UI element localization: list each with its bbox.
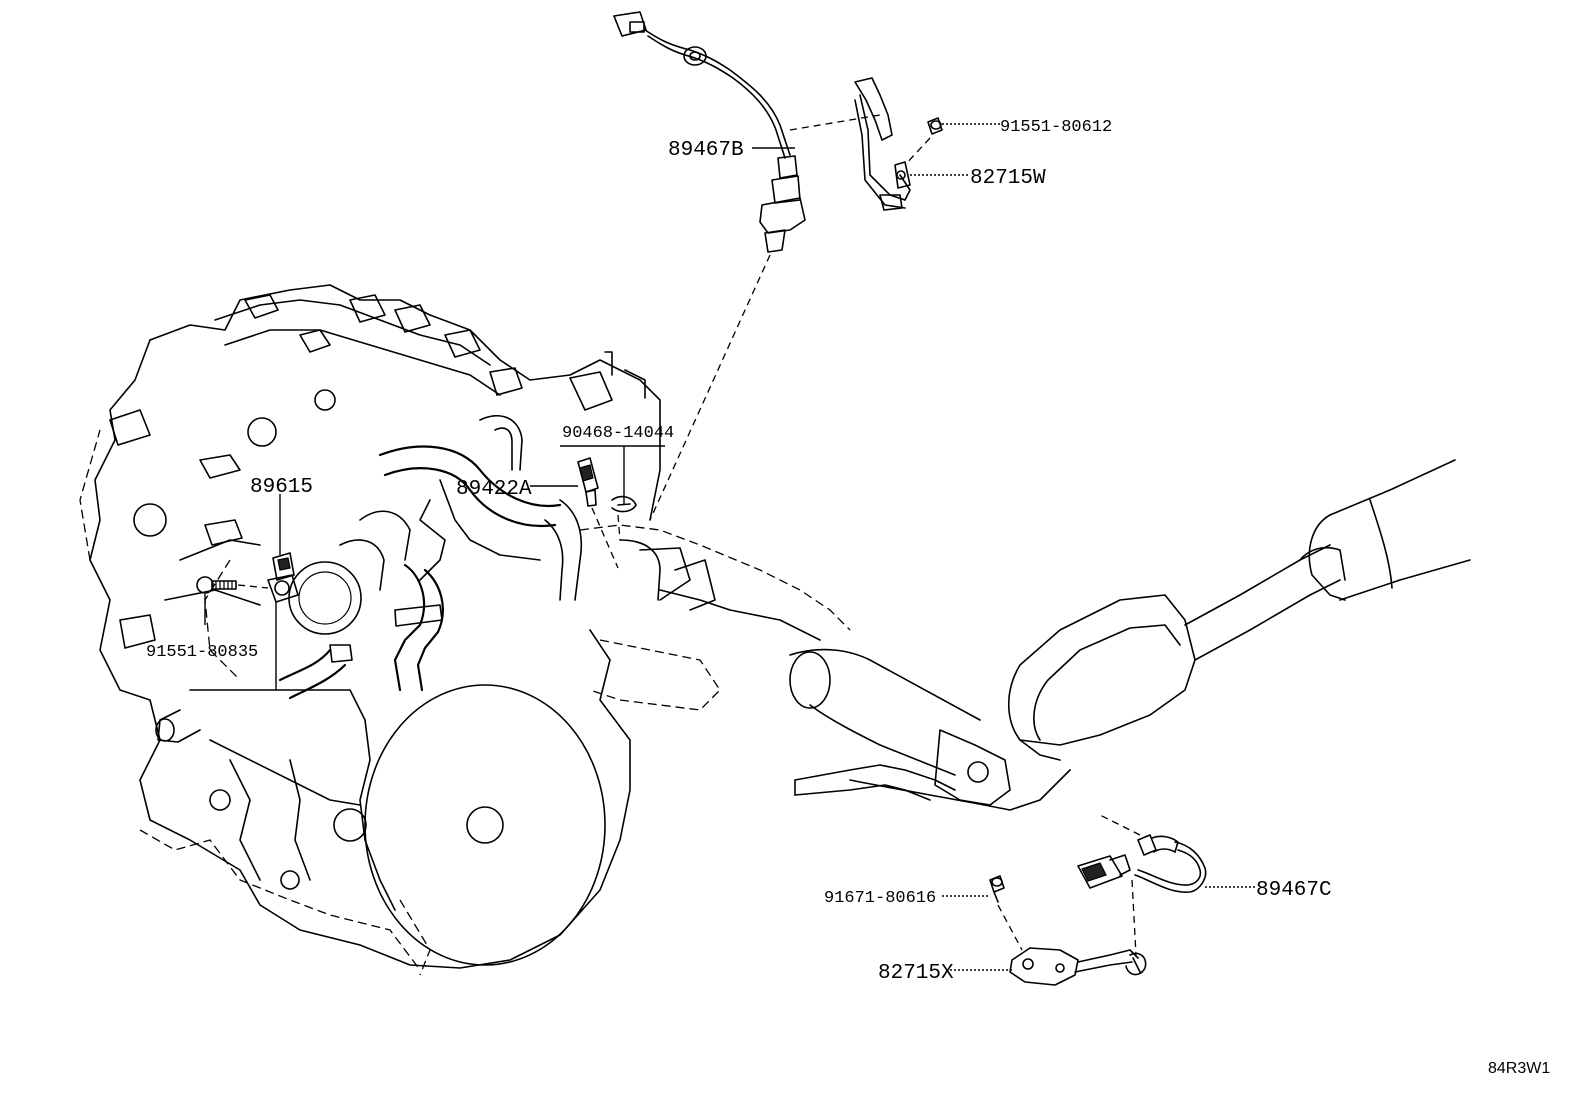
label-82715X[interactable]: 82715X [878, 962, 954, 985]
sensor-bracket-lower [989, 875, 1147, 986]
label-91671-80616[interactable]: 91671-80616 [824, 889, 936, 908]
label-91551-80835[interactable]: 91551-80835 [146, 643, 258, 662]
air-temp-sensor [577, 446, 637, 569]
label-89467C[interactable]: 89467C [1256, 879, 1332, 902]
exhaust-system [579, 459, 1471, 811]
part-labels: 89467B 91551-80612 82715W 90468-14044 89… [146, 118, 1550, 1077]
label-89422A[interactable]: 89422A [456, 478, 532, 501]
sensor-bracket-upper [854, 77, 943, 211]
oxygen-sensor-upper [613, 11, 881, 521]
label-89615[interactable]: 89615 [250, 476, 313, 499]
leader-lines [204, 123, 1256, 971]
label-91551-80612[interactable]: 91551-80612 [1000, 118, 1112, 137]
knock-sensor [196, 552, 299, 603]
label-89467B[interactable]: 89467B [668, 139, 744, 162]
engine-assembly [79, 284, 661, 976]
label-90468-14044[interactable]: 90468-14044 [562, 424, 674, 443]
diagram-id: 84R3W1 [1488, 1060, 1550, 1077]
label-82715W[interactable]: 82715W [970, 167, 1046, 190]
oxygen-sensor-lower [1077, 814, 1207, 956]
